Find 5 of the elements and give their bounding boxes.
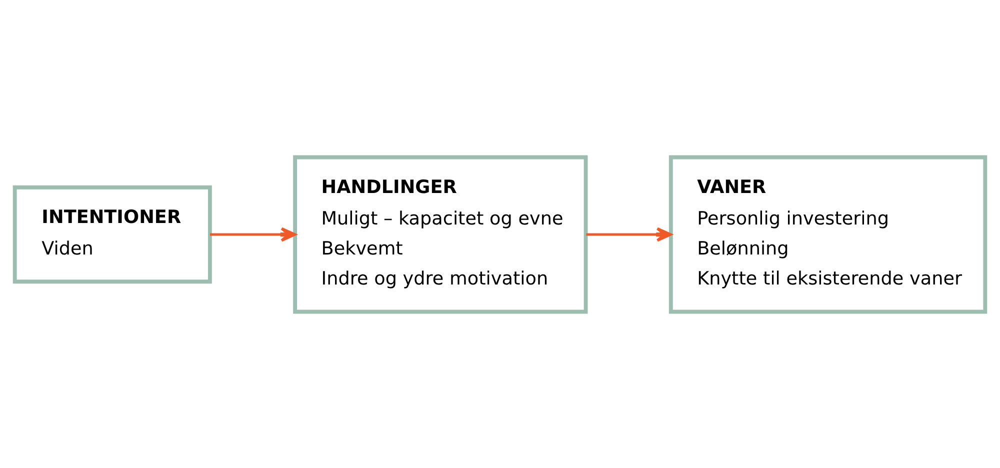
node-box: VANER Personlig investering Belønning Knytte til eksisterende vaner [668,154,988,314]
arrow [210,226,296,242]
arrow [586,226,672,242]
node-box: INTENTIONER Viden [12,184,212,284]
node-box: HANDLINGER Muligt – kapacitet og evne Bekvemt Indre og ydre motivation [293,154,588,314]
